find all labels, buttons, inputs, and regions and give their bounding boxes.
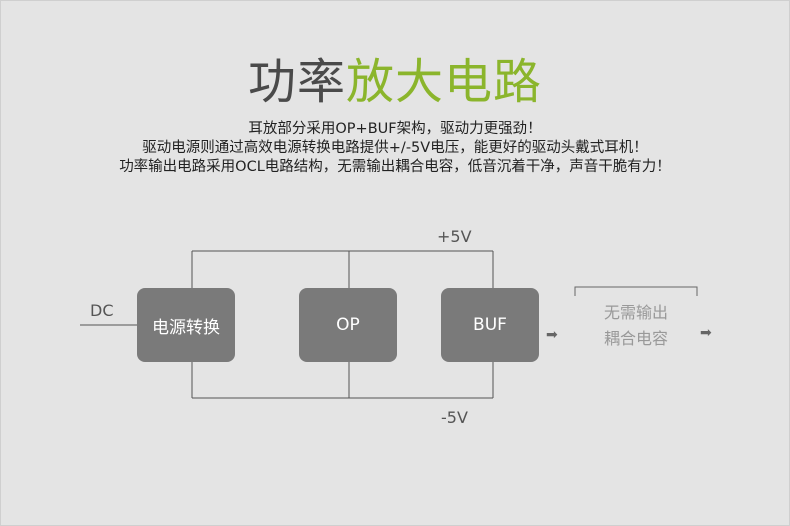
output-label-line2: 耦合电容 <box>603 329 668 348</box>
output-bracket <box>574 286 698 296</box>
output-label-line1: 无需输出 <box>603 303 668 322</box>
plus-rail-label: +5V <box>437 227 472 246</box>
description-line-3: 功率输出电路采用OCL电路结构，无需输出耦合电容，低音沉着干净，声音干脆有力！ <box>119 159 671 175</box>
description-line-1: 耳放部分采用OP+BUF架构，驱动力更强劲！ <box>248 121 542 137</box>
op-block: OP <box>299 288 397 362</box>
page-title: 功率放大电路 <box>0 52 790 112</box>
title-part2: 放大电路 <box>346 54 543 110</box>
buf-block: BUF <box>441 288 539 362</box>
dc-label: DC <box>90 301 114 320</box>
minus-rail-label: -5V <box>441 408 468 427</box>
power-conversion-block: 电源转换 <box>137 288 235 362</box>
title-part1: 功率 <box>247 54 346 110</box>
output-capacitor-label: 无需输出 耦合电容 <box>575 300 697 352</box>
description-line-2: 驱动电源则通过高效电源转换电路提供+/-5V电压，能更好的驱动头戴式耳机！ <box>142 140 648 156</box>
arrow-right-icon: ➡ <box>546 327 558 343</box>
arrow-right-icon: ➡ <box>700 325 712 341</box>
description: 耳放部分采用OP+BUF架构，驱动力更强劲！ 驱动电源则通过高效电源转换电路提供… <box>0 120 790 177</box>
